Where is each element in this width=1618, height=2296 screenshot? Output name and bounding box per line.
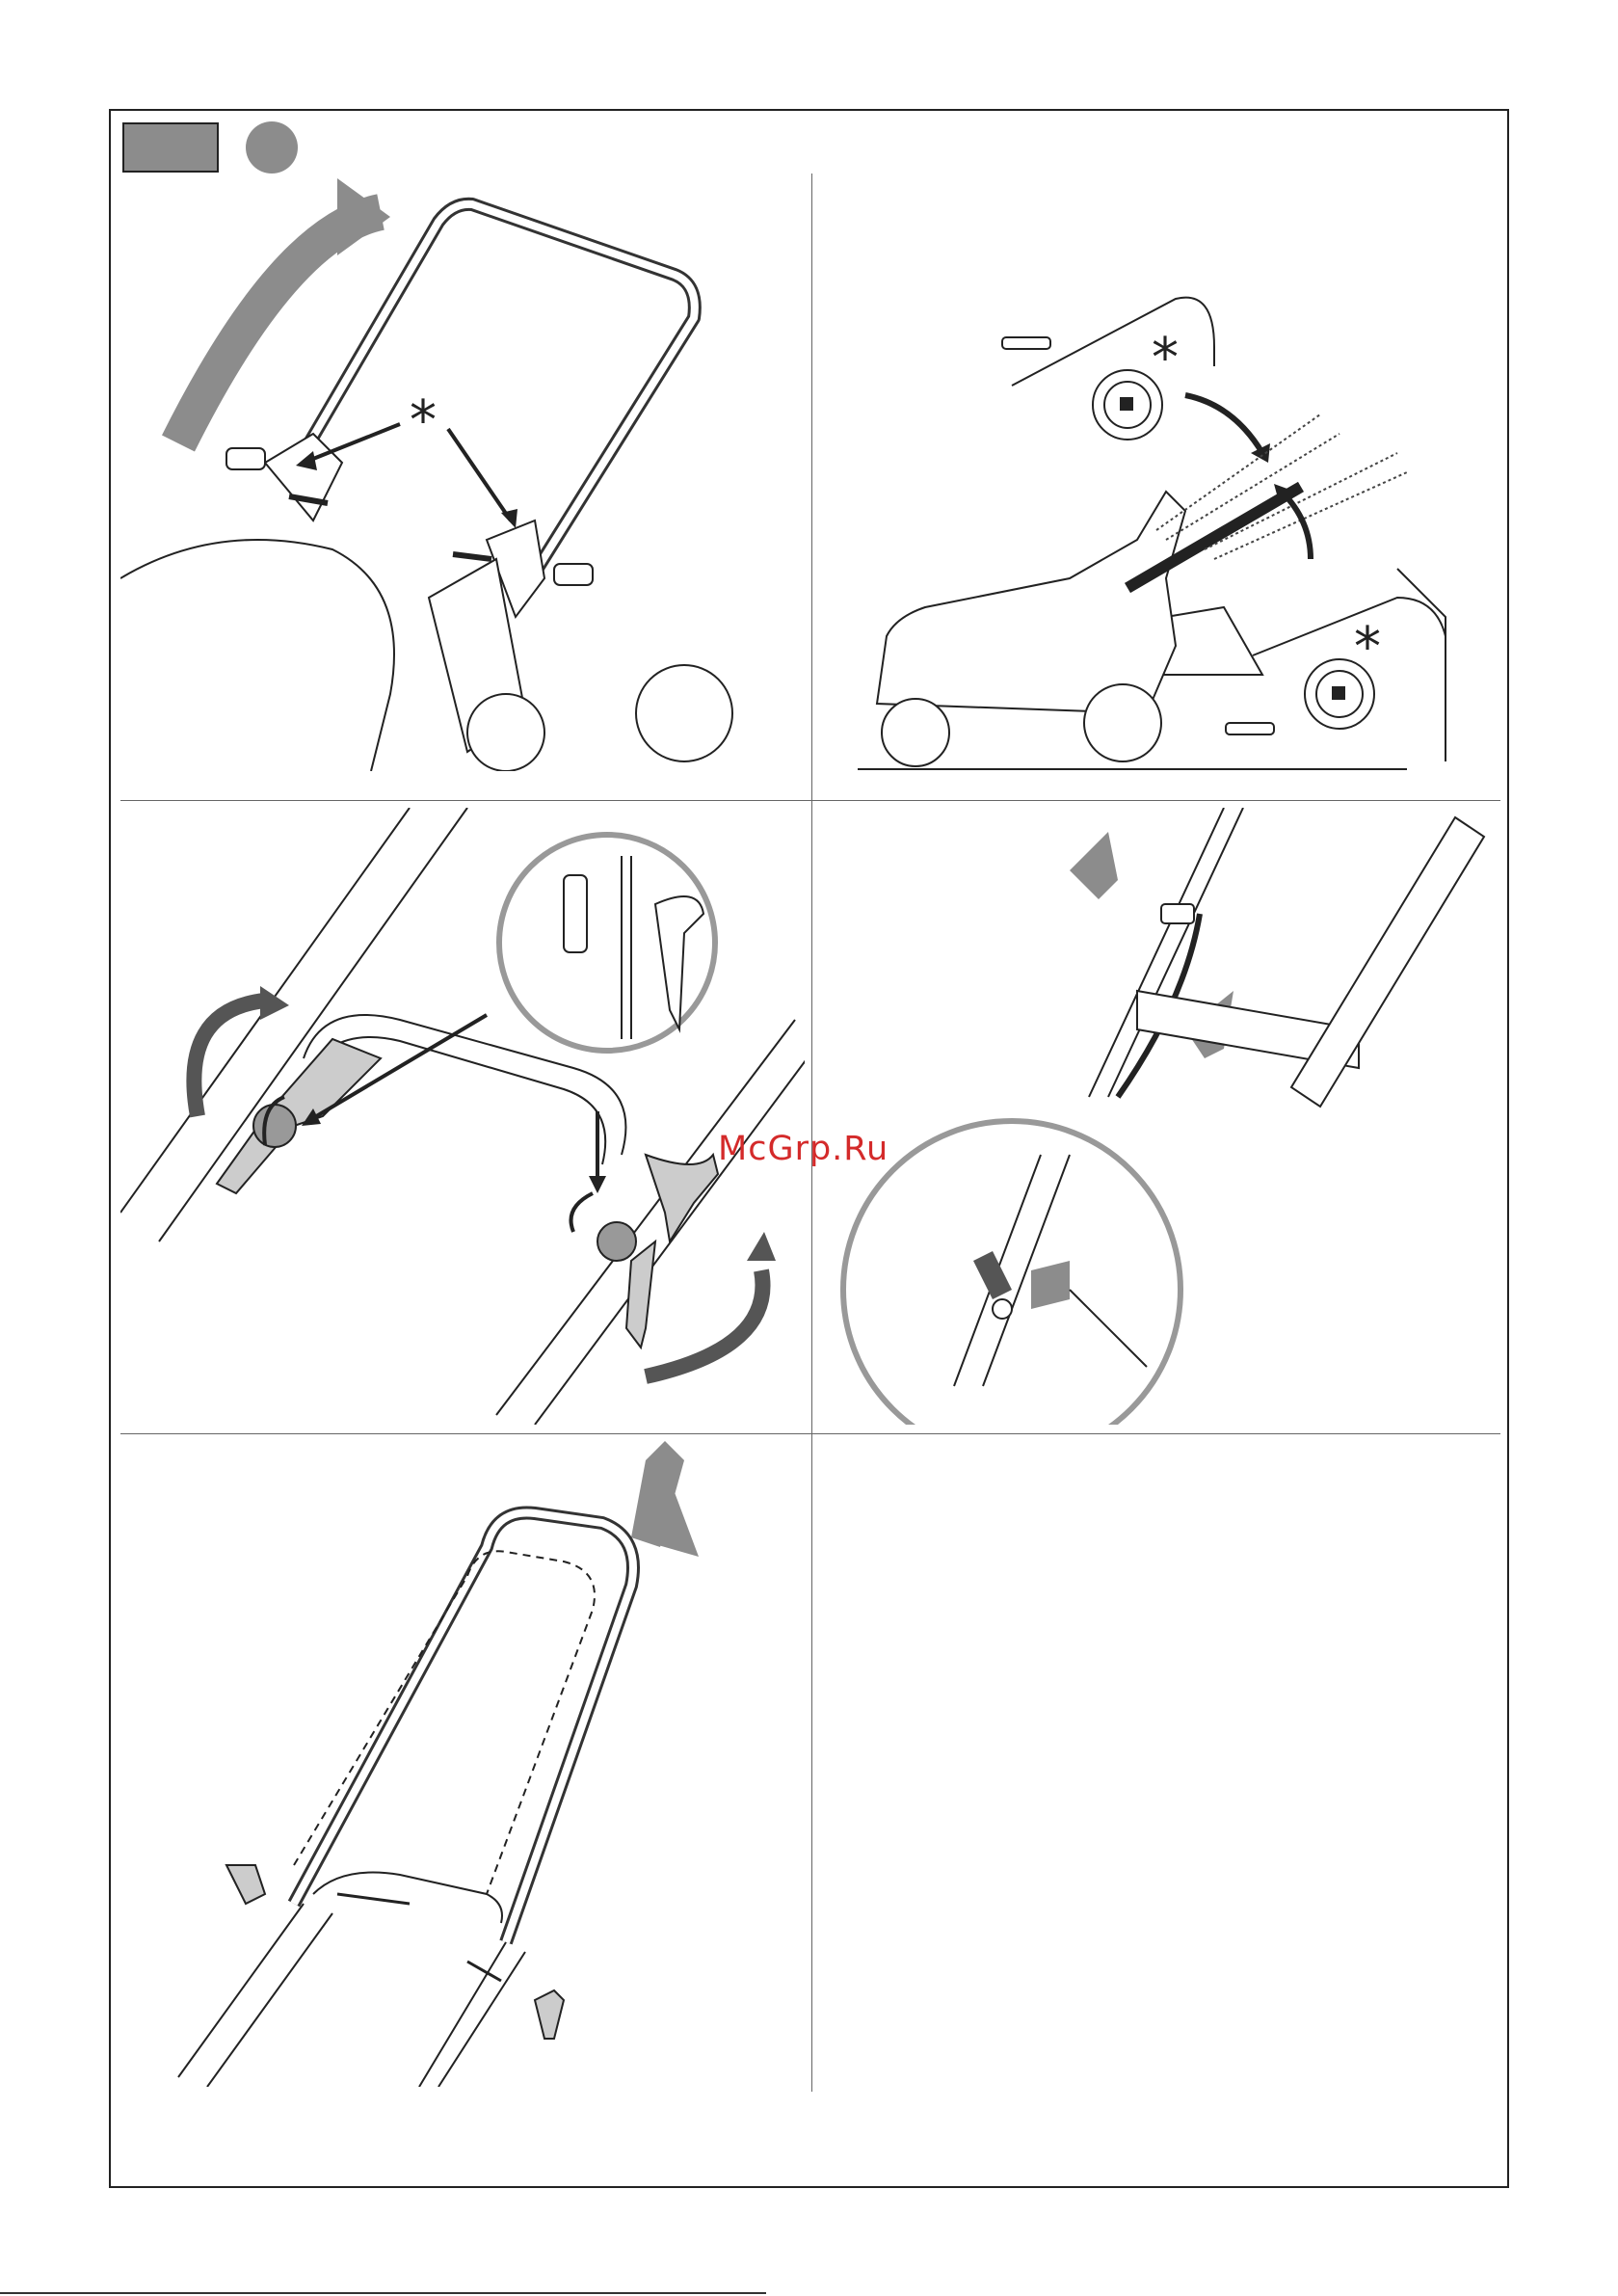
panel-handle-height: * * [819,174,1503,771]
figure-label-dot [246,121,298,174]
svg-text:*: * [1152,327,1179,389]
handle-height-adjust-illustration: * * [819,174,1503,771]
figure-label-box [122,122,219,173]
panel-handle-unfold: * [120,174,805,771]
svg-text:*: * [410,389,437,452]
handle-unfold-illustration: * [120,174,805,771]
horizontal-divider-1 [120,800,1500,801]
horizontal-divider-2 [120,1433,1500,1434]
handle-clamp-lever-illustration [120,808,805,1425]
svg-text:*: * [1354,616,1381,679]
watermark-text: McGrp.Ru [718,1130,889,1168]
cable-clip-illustration [819,808,1503,1425]
bottom-rule [0,2292,766,2294]
panel-clamp-levers [120,808,805,1425]
panel-cable-clip [819,808,1503,1425]
panel-handle-extend [120,1441,805,2087]
handle-extend-illustration [120,1441,805,2087]
panel-empty [819,1441,1503,2087]
